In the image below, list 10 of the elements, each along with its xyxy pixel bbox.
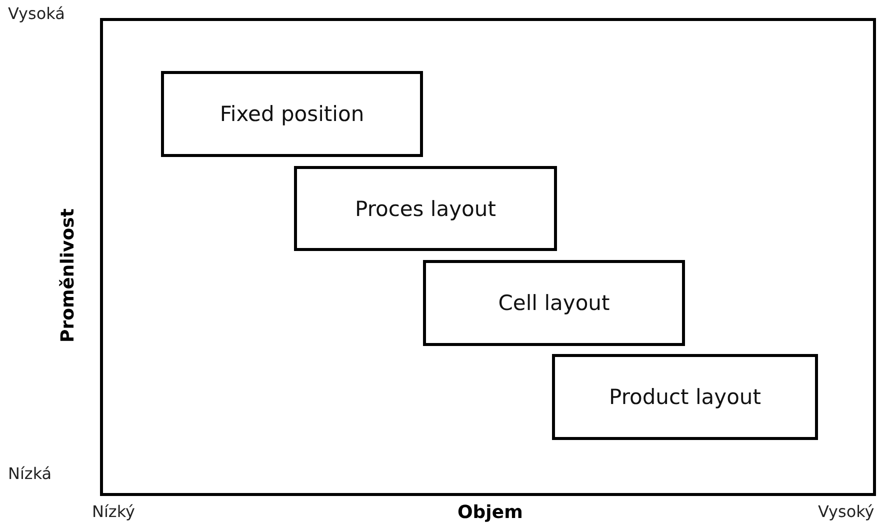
axis-max-label: Vysoká xyxy=(8,4,65,23)
axis-min-label: Nízká xyxy=(8,464,52,483)
axis-title: Objem xyxy=(458,502,523,523)
axis-title: Proměnlivost xyxy=(58,208,78,342)
layout-box: Proces layout xyxy=(294,166,557,251)
layout-box: Fixed position xyxy=(161,71,423,157)
layout-box: Product layout xyxy=(552,354,818,440)
layout-box: Cell layout xyxy=(423,260,685,346)
axis-max-label: Vysoký xyxy=(818,502,874,521)
axis-min-label: Nízký xyxy=(92,502,135,521)
